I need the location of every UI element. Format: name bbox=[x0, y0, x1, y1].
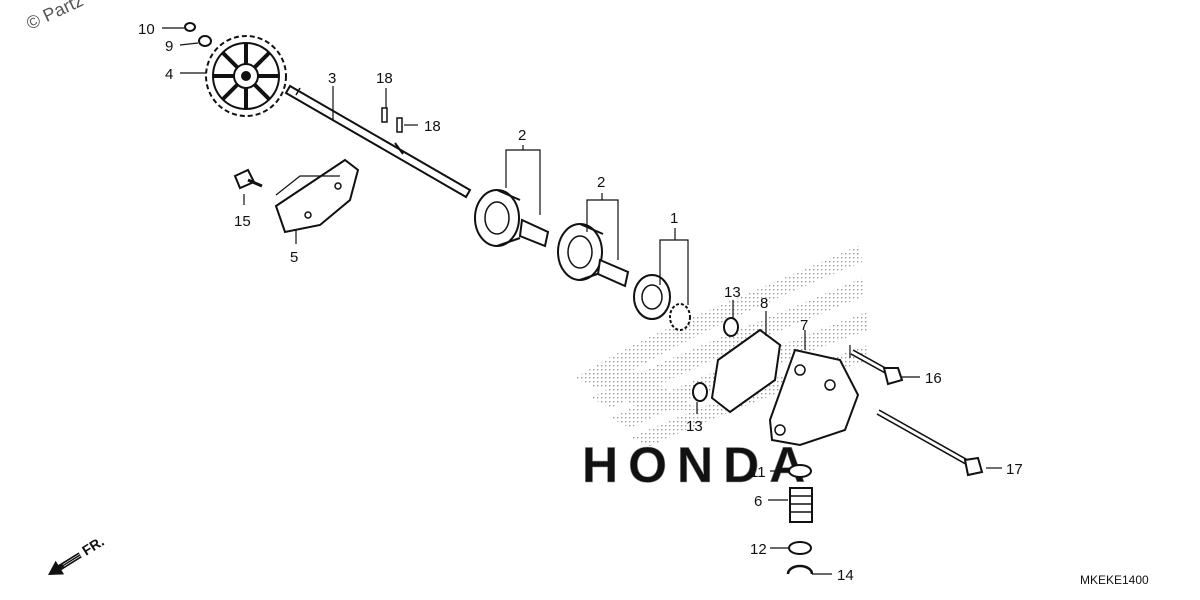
callout-16: 16 bbox=[925, 370, 942, 387]
callout-4: 4 bbox=[165, 66, 173, 83]
leader-lines bbox=[162, 27, 1002, 575]
callout-17: 17 bbox=[1006, 461, 1023, 478]
bolt-part-16 bbox=[850, 349, 904, 386]
callout-2-b: 2 bbox=[597, 174, 605, 191]
pump-body-part-7 bbox=[768, 348, 860, 447]
clip-part-10 bbox=[184, 22, 196, 32]
rotor-set-part-1 bbox=[633, 274, 691, 331]
callout-18-b: 18 bbox=[424, 118, 441, 135]
rotor-pair-part-2a bbox=[474, 189, 550, 248]
dowel-part-13a bbox=[723, 317, 739, 337]
clip-part-14 bbox=[786, 564, 814, 575]
front-direction-arrow bbox=[48, 552, 82, 575]
callout-10: 10 bbox=[138, 21, 155, 38]
bolt-part-15 bbox=[233, 168, 263, 190]
diagram-code: MKEKE1400 bbox=[1080, 573, 1149, 587]
gear-part-4 bbox=[205, 35, 287, 117]
callout-numbers: 10 9 4 3 18 18 15 5 2 2 1 13 8 7 16 13 1… bbox=[138, 21, 1023, 584]
gasket-part-8 bbox=[710, 328, 782, 414]
callout-11: 11 bbox=[750, 464, 766, 481]
washer-part-9 bbox=[198, 35, 212, 47]
callout-7: 7 bbox=[800, 317, 808, 334]
washer-part-11 bbox=[788, 464, 812, 478]
valve-part-6 bbox=[789, 487, 813, 523]
washer-part-12 bbox=[788, 541, 812, 555]
rotor-pair-part-2b bbox=[557, 223, 630, 288]
callout-6: 6 bbox=[754, 493, 762, 510]
pin-part-18b bbox=[396, 117, 403, 133]
watermark-text: HONDA bbox=[582, 437, 815, 493]
callout-13-a: 13 bbox=[724, 284, 741, 301]
callout-2-a: 2 bbox=[518, 127, 526, 144]
callout-13-b: 13 bbox=[686, 418, 703, 435]
callout-1: 1 bbox=[670, 210, 678, 227]
callout-14: 14 bbox=[837, 567, 854, 584]
callout-9: 9 bbox=[165, 38, 173, 55]
callout-5: 5 bbox=[290, 249, 298, 266]
dowel-part-13b bbox=[692, 382, 708, 402]
callout-8: 8 bbox=[760, 295, 768, 312]
bolt-part-17 bbox=[876, 409, 984, 477]
copyright-watermark: © Partz bbox=[23, 0, 86, 34]
callout-15: 15 bbox=[234, 213, 251, 230]
direction-label: FR. bbox=[79, 533, 107, 559]
callout-18-a: 18 bbox=[376, 70, 393, 87]
pin-part-18a bbox=[381, 107, 388, 123]
plate-part-5 bbox=[274, 158, 360, 234]
shaft-part-3 bbox=[284, 84, 472, 199]
callout-12: 12 bbox=[750, 541, 767, 558]
callout-3: 3 bbox=[328, 70, 336, 87]
